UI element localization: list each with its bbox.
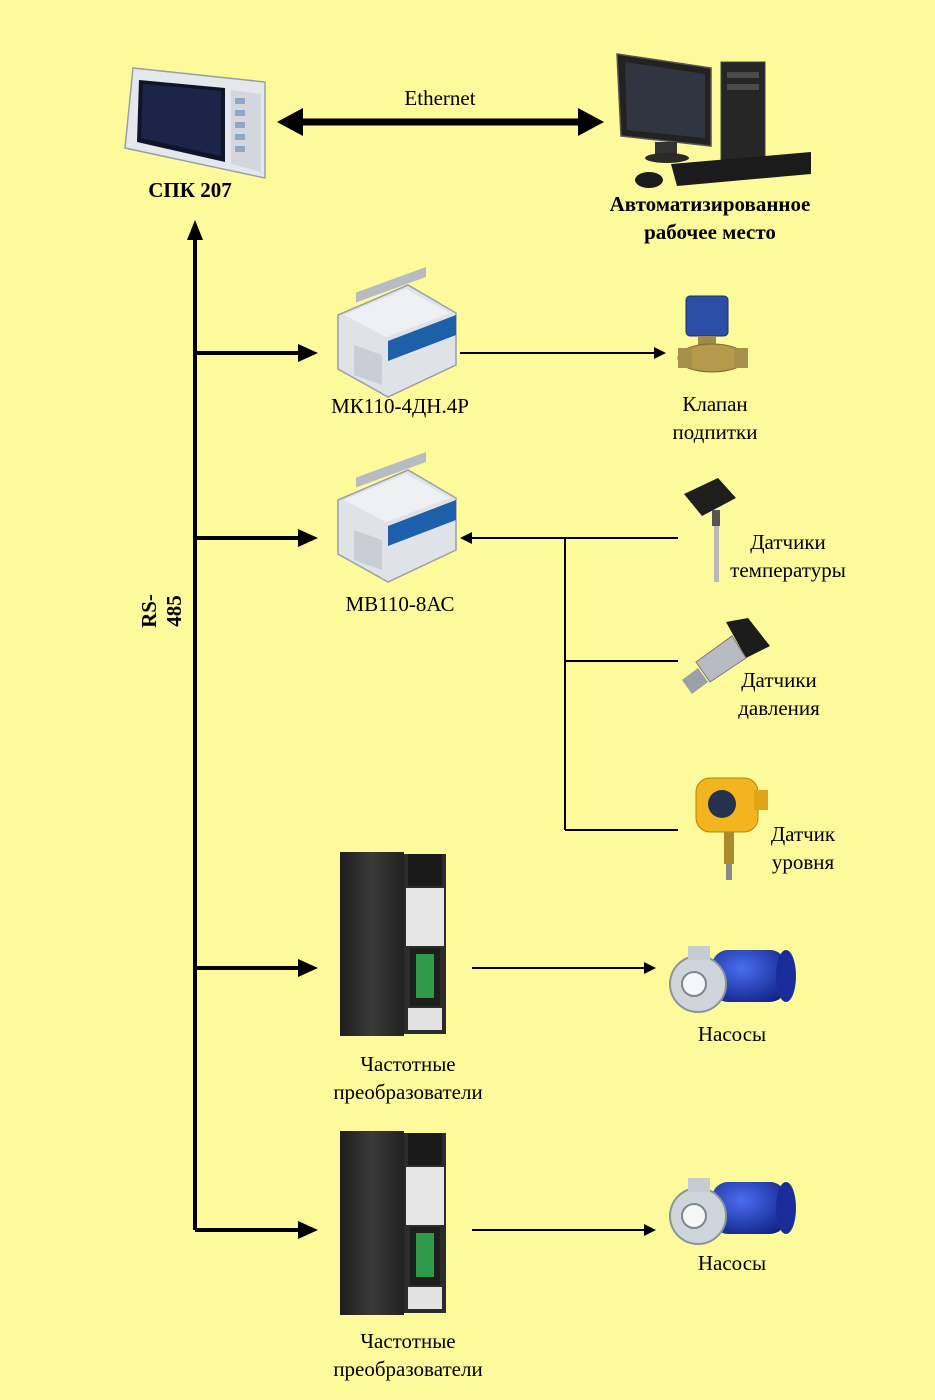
drive2-label-line2: преобразователи	[333, 1357, 483, 1381]
level-sensor-icon	[695, 777, 768, 880]
frequency-drive-icon	[340, 1131, 446, 1315]
drive1-label-line1: Частотные	[360, 1052, 456, 1076]
mk-module-label: МК110-4ДН.4Р	[331, 394, 469, 418]
drive1-label-line2: преобразователи	[333, 1080, 483, 1104]
pump-icon	[669, 1178, 796, 1245]
workstation-icon	[616, 53, 811, 188]
temperature-sensors-label-line1: Датчики	[750, 530, 826, 554]
pump2-label: Насосы	[697, 1251, 767, 1275]
io-module-icon	[337, 266, 457, 398]
panel-pc-label: СПК 207	[148, 178, 232, 202]
temperature-sensors-label: Датчики температуры	[708, 528, 868, 584]
ethernet-link	[277, 108, 604, 136]
workstation-label-line2: рабочее место	[644, 220, 776, 244]
frequency-drive-icon	[340, 852, 446, 1036]
pump-icon	[669, 946, 796, 1013]
drive2-label: Частотные преобразователи	[298, 1327, 518, 1383]
workstation-label-line1: Автоматизированное	[609, 192, 811, 216]
temperature-sensors-label-line2: температуры	[730, 558, 846, 582]
pressure-sensors-label-line1: Датчики	[741, 668, 817, 692]
valve-label-line2: подпитки	[672, 420, 758, 444]
rs485-label: RS-485	[137, 594, 186, 628]
drive2-label-line1: Частотные	[360, 1329, 456, 1353]
pressure-sensor-icon	[682, 618, 770, 694]
io-module-icon	[337, 451, 457, 583]
pressure-sensors-label-line2: давления	[738, 696, 820, 720]
signal-lines	[460, 347, 678, 1236]
temperature-sensor-icon	[684, 478, 736, 582]
pump1-label: Насосы	[697, 1022, 767, 1046]
pressure-sensors-label: Датчики давления	[704, 666, 854, 722]
level-sensor-label-line2: уровня	[771, 850, 835, 874]
workstation-label: Автоматизированное рабочее место	[560, 190, 860, 246]
ethernet-label: Ethernet	[404, 86, 476, 110]
valve-label: Клапан подпитки	[640, 390, 790, 446]
bus-branches	[195, 344, 318, 1239]
mv-module-label: МВ110-8АС	[345, 592, 455, 616]
drive1-label: Частотные преобразователи	[298, 1050, 518, 1106]
rs485-bus	[187, 220, 203, 1230]
panel-pc-icon	[124, 67, 266, 179]
level-sensor-label: Датчик уровня	[746, 820, 860, 876]
valve-label-line1: Клапан	[682, 392, 748, 416]
level-sensor-label-line1: Датчик	[770, 822, 836, 846]
solenoid-valve-icon	[677, 295, 748, 373]
